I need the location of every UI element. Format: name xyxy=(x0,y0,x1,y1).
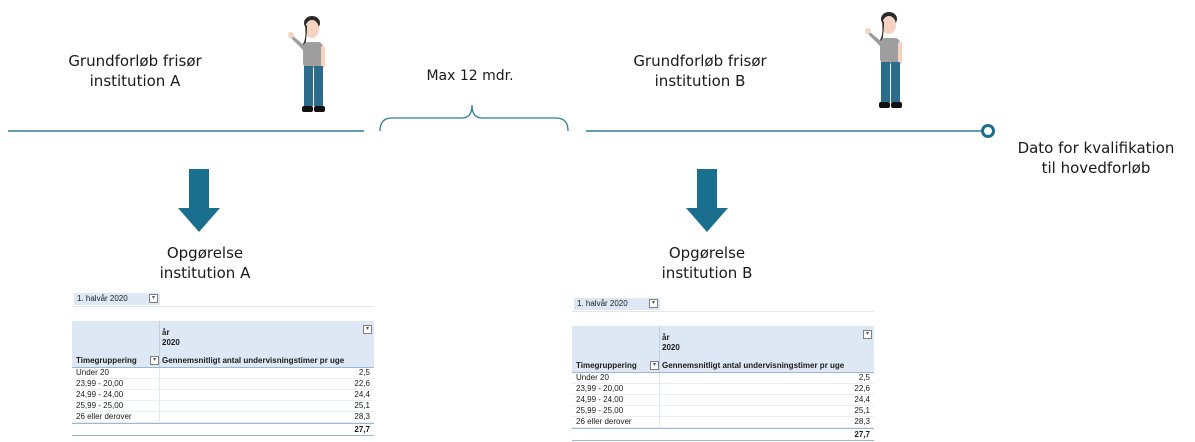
result-title-a: Opgørelse institution A xyxy=(159,244,251,282)
arrow-down-icon xyxy=(686,169,728,232)
pivot-filter: 1. halvår 2020 ▾ xyxy=(572,297,874,312)
pivot-filter: 1. halvår 2020 ▾ xyxy=(72,292,374,307)
person-icon xyxy=(288,16,325,112)
table-total-row: 27,7 xyxy=(72,423,374,436)
timeline-end-circle-icon xyxy=(981,124,995,138)
course-title-b: Grundforløb frisør institution B xyxy=(633,52,767,90)
column-filter-dropdown-icon[interactable]: ▾ xyxy=(863,330,872,339)
bracket-label: Max 12 mdr. xyxy=(426,68,514,84)
row-filter-dropdown-icon[interactable]: ▾ xyxy=(150,356,159,365)
table-total-row: 27,7 xyxy=(572,428,874,441)
end-date-label: Dato for kvalifikation til hovedforløb xyxy=(1017,139,1175,177)
filter-dropdown-icon[interactable]: ▾ xyxy=(649,299,658,308)
result-title-b: Opgørelse institution B xyxy=(661,244,753,282)
curly-bracket xyxy=(379,104,569,132)
course-title-a: Grundforløb frisør institution A xyxy=(68,52,202,90)
row-filter-dropdown-icon[interactable]: ▾ xyxy=(650,361,659,370)
person-icon xyxy=(865,12,902,108)
arrow-down-icon xyxy=(178,169,220,232)
filter-dropdown-icon[interactable]: ▾ xyxy=(149,294,158,303)
column-filter-dropdown-icon[interactable]: ▾ xyxy=(363,325,372,334)
